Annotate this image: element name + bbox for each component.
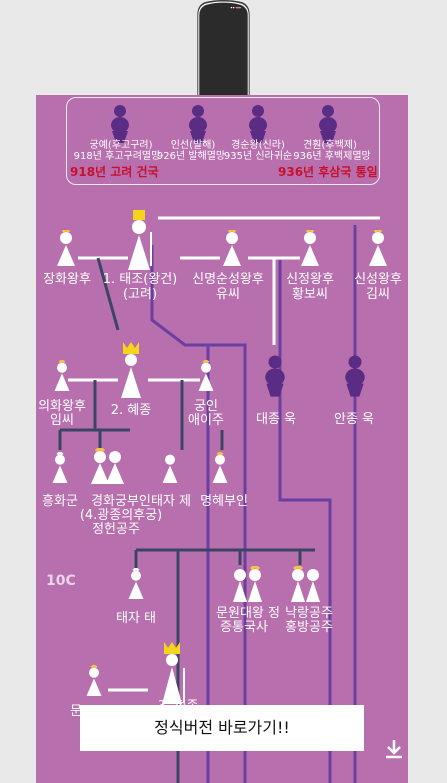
milestone-founding: 918년 고려 건국	[70, 165, 159, 179]
dark-king-icon	[111, 105, 129, 143]
prince-icon	[52, 452, 68, 483]
consort-clan: 김씨	[366, 287, 390, 302]
consort-name: 문	[70, 704, 82, 719]
queen-icon	[369, 230, 387, 266]
son-name: 대종 욱	[255, 412, 297, 427]
queen-icon	[223, 230, 241, 266]
king-event-label: 926년 발해멸망	[156, 151, 226, 162]
prince-icon	[128, 568, 144, 599]
defeated-kings-box	[66, 97, 380, 185]
consort-clan: 황보씨	[292, 287, 328, 302]
king-event-label: 935년 신라귀순	[223, 151, 293, 162]
consort-name: 신명순성왕후	[192, 272, 264, 287]
king-hyejong-icon	[121, 342, 141, 398]
child-name: 태자 제	[150, 494, 192, 509]
phone-bezel	[197, 0, 250, 95]
king-name-label: 경순왕(신라)	[231, 140, 285, 151]
queen-icon	[57, 230, 75, 266]
consort-clan: 유씨	[216, 287, 240, 302]
camera-pill	[235, 6, 242, 9]
consort-clan: 임씨	[50, 413, 74, 428]
child-name: 홍방공주	[285, 620, 333, 635]
king-name: 1. 태조(왕건)	[102, 272, 178, 287]
queen-icon	[198, 360, 214, 391]
consort-name: 의화왕후	[38, 399, 86, 414]
child-name: 태자 태	[115, 611, 157, 626]
child-name: 경화궁부인	[91, 494, 151, 509]
son-name: 안종 욱	[333, 412, 375, 427]
queen-icon	[301, 230, 319, 266]
child-note: (4.광종의후궁)	[79, 508, 163, 523]
king-name-label: 견훤(후백제)	[303, 140, 357, 151]
app-screen[interactable]	[36, 95, 408, 783]
king-event-label: 936년 후백제멸망	[293, 151, 371, 162]
family-tree-lines	[58, 216, 380, 783]
child-name: 명혜부인	[200, 494, 248, 509]
couple-icon	[91, 448, 124, 484]
speaker-dot	[232, 6, 235, 9]
child-name: 문원대왕 정	[216, 606, 280, 621]
king-name-label: 인선(발해)	[170, 140, 216, 151]
king-name: 2. 혜종	[110, 403, 152, 418]
prince-icon	[162, 454, 178, 483]
queen-icon	[212, 452, 228, 483]
century-label: 10C	[46, 573, 76, 589]
dark-king-icon	[265, 355, 285, 397]
consort-name: 궁인	[194, 399, 218, 414]
consort-name: 신정왕후	[286, 272, 334, 287]
consort-clan: 애이주	[188, 413, 224, 428]
couple-icon	[233, 566, 262, 602]
dark-king-icon	[189, 105, 207, 143]
dark-king-icon	[345, 355, 365, 397]
queen-icon	[86, 664, 102, 696]
download-icon[interactable]	[383, 738, 405, 760]
dark-king-icon	[249, 105, 267, 143]
couple-icon	[291, 566, 320, 602]
king-event-label: 918년 후고구려멸망	[73, 151, 161, 162]
child-title: 정헌공주	[92, 522, 140, 537]
dark-king-icon	[319, 105, 337, 143]
child-name: 흥화군	[42, 494, 78, 509]
child-title: 증통국사	[220, 620, 268, 635]
child-name: 낙랑공주	[285, 606, 333, 621]
king-taejo-icon	[128, 210, 152, 270]
king-jeongjong-icon	[162, 642, 185, 704]
king-subtitle: (고려)	[122, 287, 158, 302]
speaker-dot	[230, 6, 233, 9]
king-name-label: 궁예(후고구려)	[89, 140, 153, 151]
consort-name: 장화왕후	[43, 272, 91, 287]
milestone-unification: 936년 후삼국 통일	[278, 165, 378, 179]
full-version-button[interactable]: 정식버전 바로가기!!	[80, 705, 364, 751]
consort-name: 신성왕후	[354, 272, 402, 287]
queen-icon	[54, 360, 70, 391]
